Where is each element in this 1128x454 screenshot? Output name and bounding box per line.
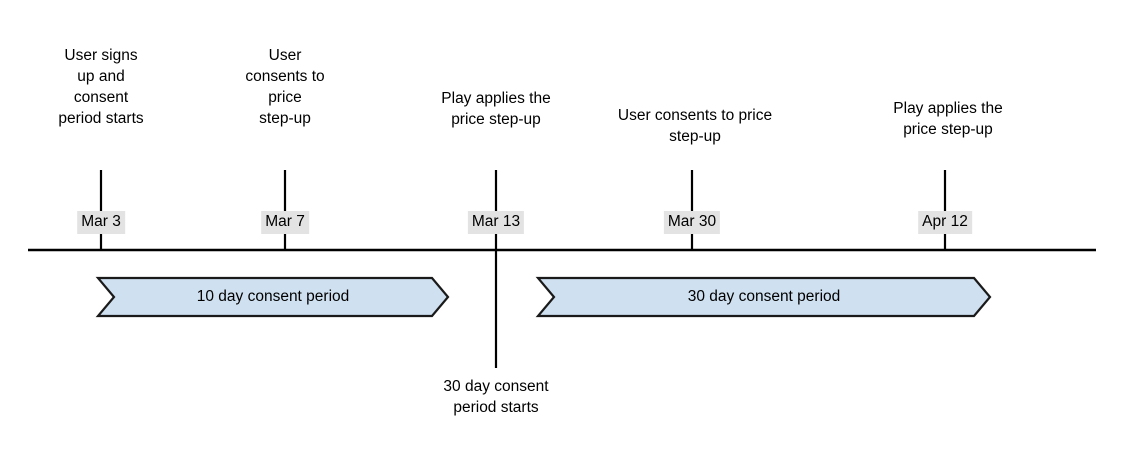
band-label-30-day: 30 day consent period bbox=[687, 288, 841, 305]
event-sublabel-mar-13: 30 day consent period starts bbox=[443, 378, 549, 416]
date-chip-mar-30: Mar 30 bbox=[663, 211, 721, 234]
event-label-apr-12: Play applies the price step-up bbox=[893, 100, 1003, 138]
date-chip-mar-7: Mar 7 bbox=[261, 211, 309, 234]
event-label-mar-3: User signs up and consent period starts bbox=[58, 47, 144, 127]
event-label-mar-13: Play applies the price step-up bbox=[441, 90, 551, 128]
event-label-mar-7: User consents to price step-up bbox=[245, 47, 325, 127]
date-chip-mar-3: Mar 3 bbox=[77, 211, 125, 234]
band-shape-10-day bbox=[95, 276, 450, 318]
date-chip-apr-12: Apr 12 bbox=[918, 211, 972, 234]
event-label-mar-30: User consents to price step-up bbox=[617, 107, 773, 145]
band-label-10-day: 10 day consent period bbox=[196, 288, 350, 305]
date-chip-mar-13: Mar 13 bbox=[467, 211, 525, 234]
band-shape-30-day bbox=[535, 276, 992, 318]
